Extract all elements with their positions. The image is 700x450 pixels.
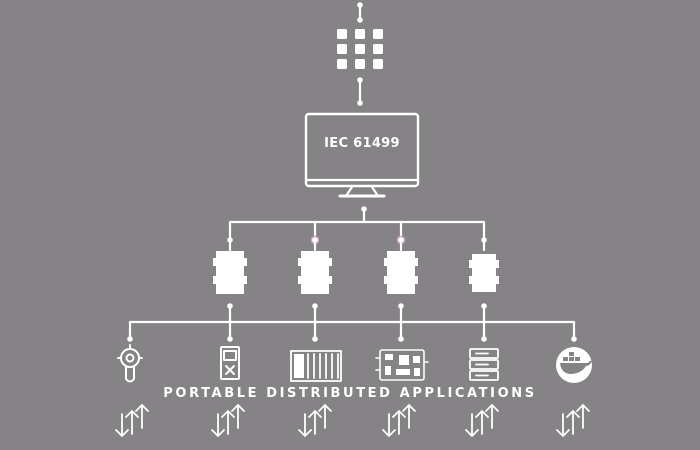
monitor-icon: [304, 112, 420, 198]
plc-module-4: [469, 241, 499, 292]
plc-module-3: [384, 242, 418, 294]
monitor-bus-connector: [361, 206, 367, 224]
diagram-caption: PORTABLE DISTRIBUTED APPLICATIONS: [163, 386, 537, 401]
docker-icon: [556, 347, 592, 383]
sensor-icon: [117, 344, 143, 383]
upper-bus: [227, 220, 487, 245]
lower-bus: [127, 320, 577, 342]
io-rack-icon: [290, 350, 342, 382]
grid-icon: [337, 29, 383, 69]
monitor-label: IEC 61499: [324, 136, 400, 151]
drive-icon: [220, 346, 240, 380]
circuit-board-icon: [375, 349, 429, 381]
top-connector: [357, 2, 363, 23]
bidirectional-arrows-icon: [115, 404, 590, 437]
server-icon: [469, 348, 499, 381]
module-drops: [227, 303, 487, 324]
plc-module-2: [298, 242, 332, 294]
grid-monitor-connector: [357, 77, 363, 106]
plc-module-1: [213, 241, 247, 294]
